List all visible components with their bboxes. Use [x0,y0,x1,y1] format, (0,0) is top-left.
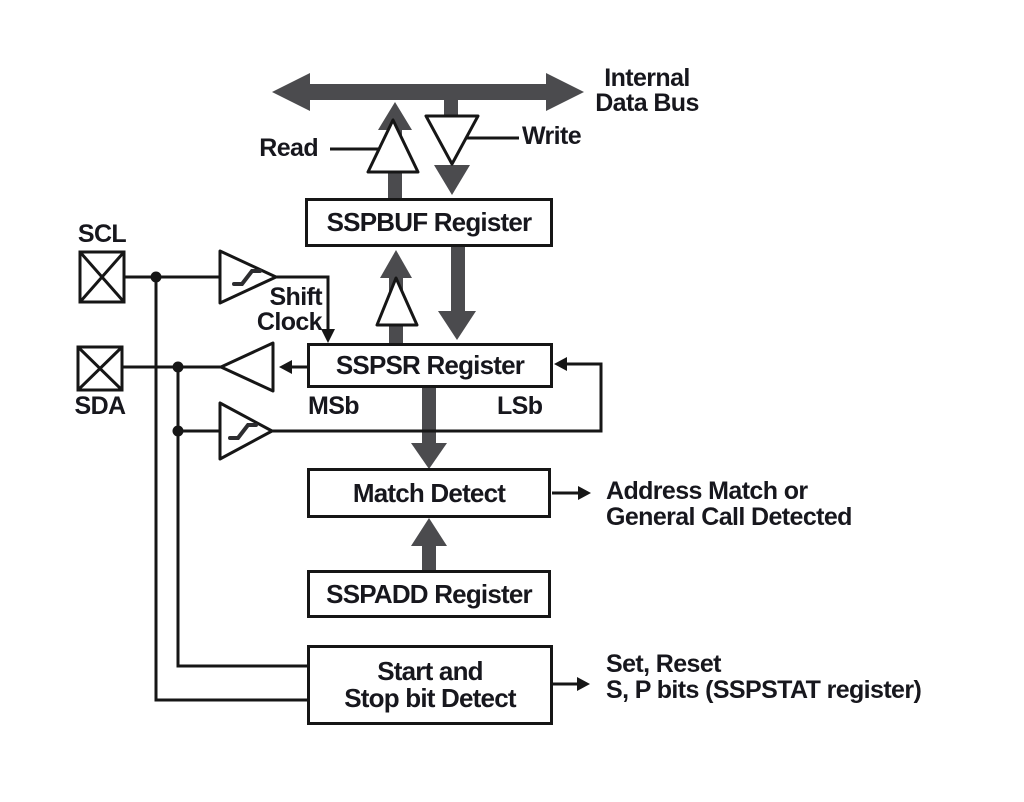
lsb-feedback-wire [272,362,603,433]
write-buffer-icon [424,114,480,166]
sspbuf-register-label: SSPBUF Register [326,207,533,237]
hysteresis-icon [228,423,258,440]
start-stop-label-line1: Start and [377,656,483,686]
sspadd-register-label: SSPADD Register [326,578,532,609]
read-buffer-icon [366,118,420,174]
shift-clock-arrowhead [321,329,335,343]
sspbuf-register-box: SSPBUF Register [305,198,553,247]
sspsr-to-sspbuf-head [380,250,412,278]
msb-label: MSb [308,392,360,420]
match-output-label: Address Match or General Call Detected [606,477,852,531]
shift-in-buffer-icon [375,276,419,327]
junction-dot [150,271,162,283]
shift-clock-wire [276,275,330,330]
lsb-label: LSb [497,392,543,420]
internal-data-bus-label: Internal Data Bus [595,64,699,117]
shift-clock-label: Shift Clock [256,283,323,336]
internal-data-bus-arrow [272,73,584,111]
match-detect-box: Match Detect [307,468,551,518]
write-arrow-stub [444,99,458,117]
match-detect-label: Match Detect [352,477,506,508]
sda-schmitt-trigger-icon [218,401,274,461]
sda-pin-label: SDA [74,392,127,420]
read-label: Read [259,134,318,162]
sspsr-to-match-shaft [422,388,436,445]
read-arrow-head [378,102,412,130]
startstop-output-label: Set, Reset S, P bits (SSPSTAT register) [606,650,922,704]
sspsr-register-label: SSPSR Register [335,350,525,380]
sda-vertical-wire [176,367,307,668]
sspadd-register-box: SSPADD Register [307,570,551,618]
junction-dot [172,425,184,437]
startstop-output-arrowhead [577,677,590,691]
write-arrow-head [434,165,470,195]
start-stop-label-line2: Stop bit Detect [344,683,516,713]
sspsr-register-box: SSPSR Register [307,343,553,388]
lsb-feedback-arrowhead [554,357,567,371]
write-label: Write [522,122,582,150]
sspbuf-to-sspsr-head [438,311,476,340]
msb-output-arrowhead [279,360,292,374]
hysteresis-icon [232,269,262,286]
match-output-arrowhead [578,486,591,500]
sspsr-to-match-head [411,443,447,469]
scl-pin-label: SCL [77,220,127,248]
sspadd-to-match-shaft [422,541,436,570]
sda-output-driver-icon [219,341,275,393]
scl-vertical-wire [154,277,307,702]
start-stop-detect-box: Start and Stop bit Detect [307,645,553,725]
junction-dot [172,361,184,373]
sspbuf-to-sspsr-shaft [451,247,465,313]
sspadd-to-match-head [411,518,447,546]
